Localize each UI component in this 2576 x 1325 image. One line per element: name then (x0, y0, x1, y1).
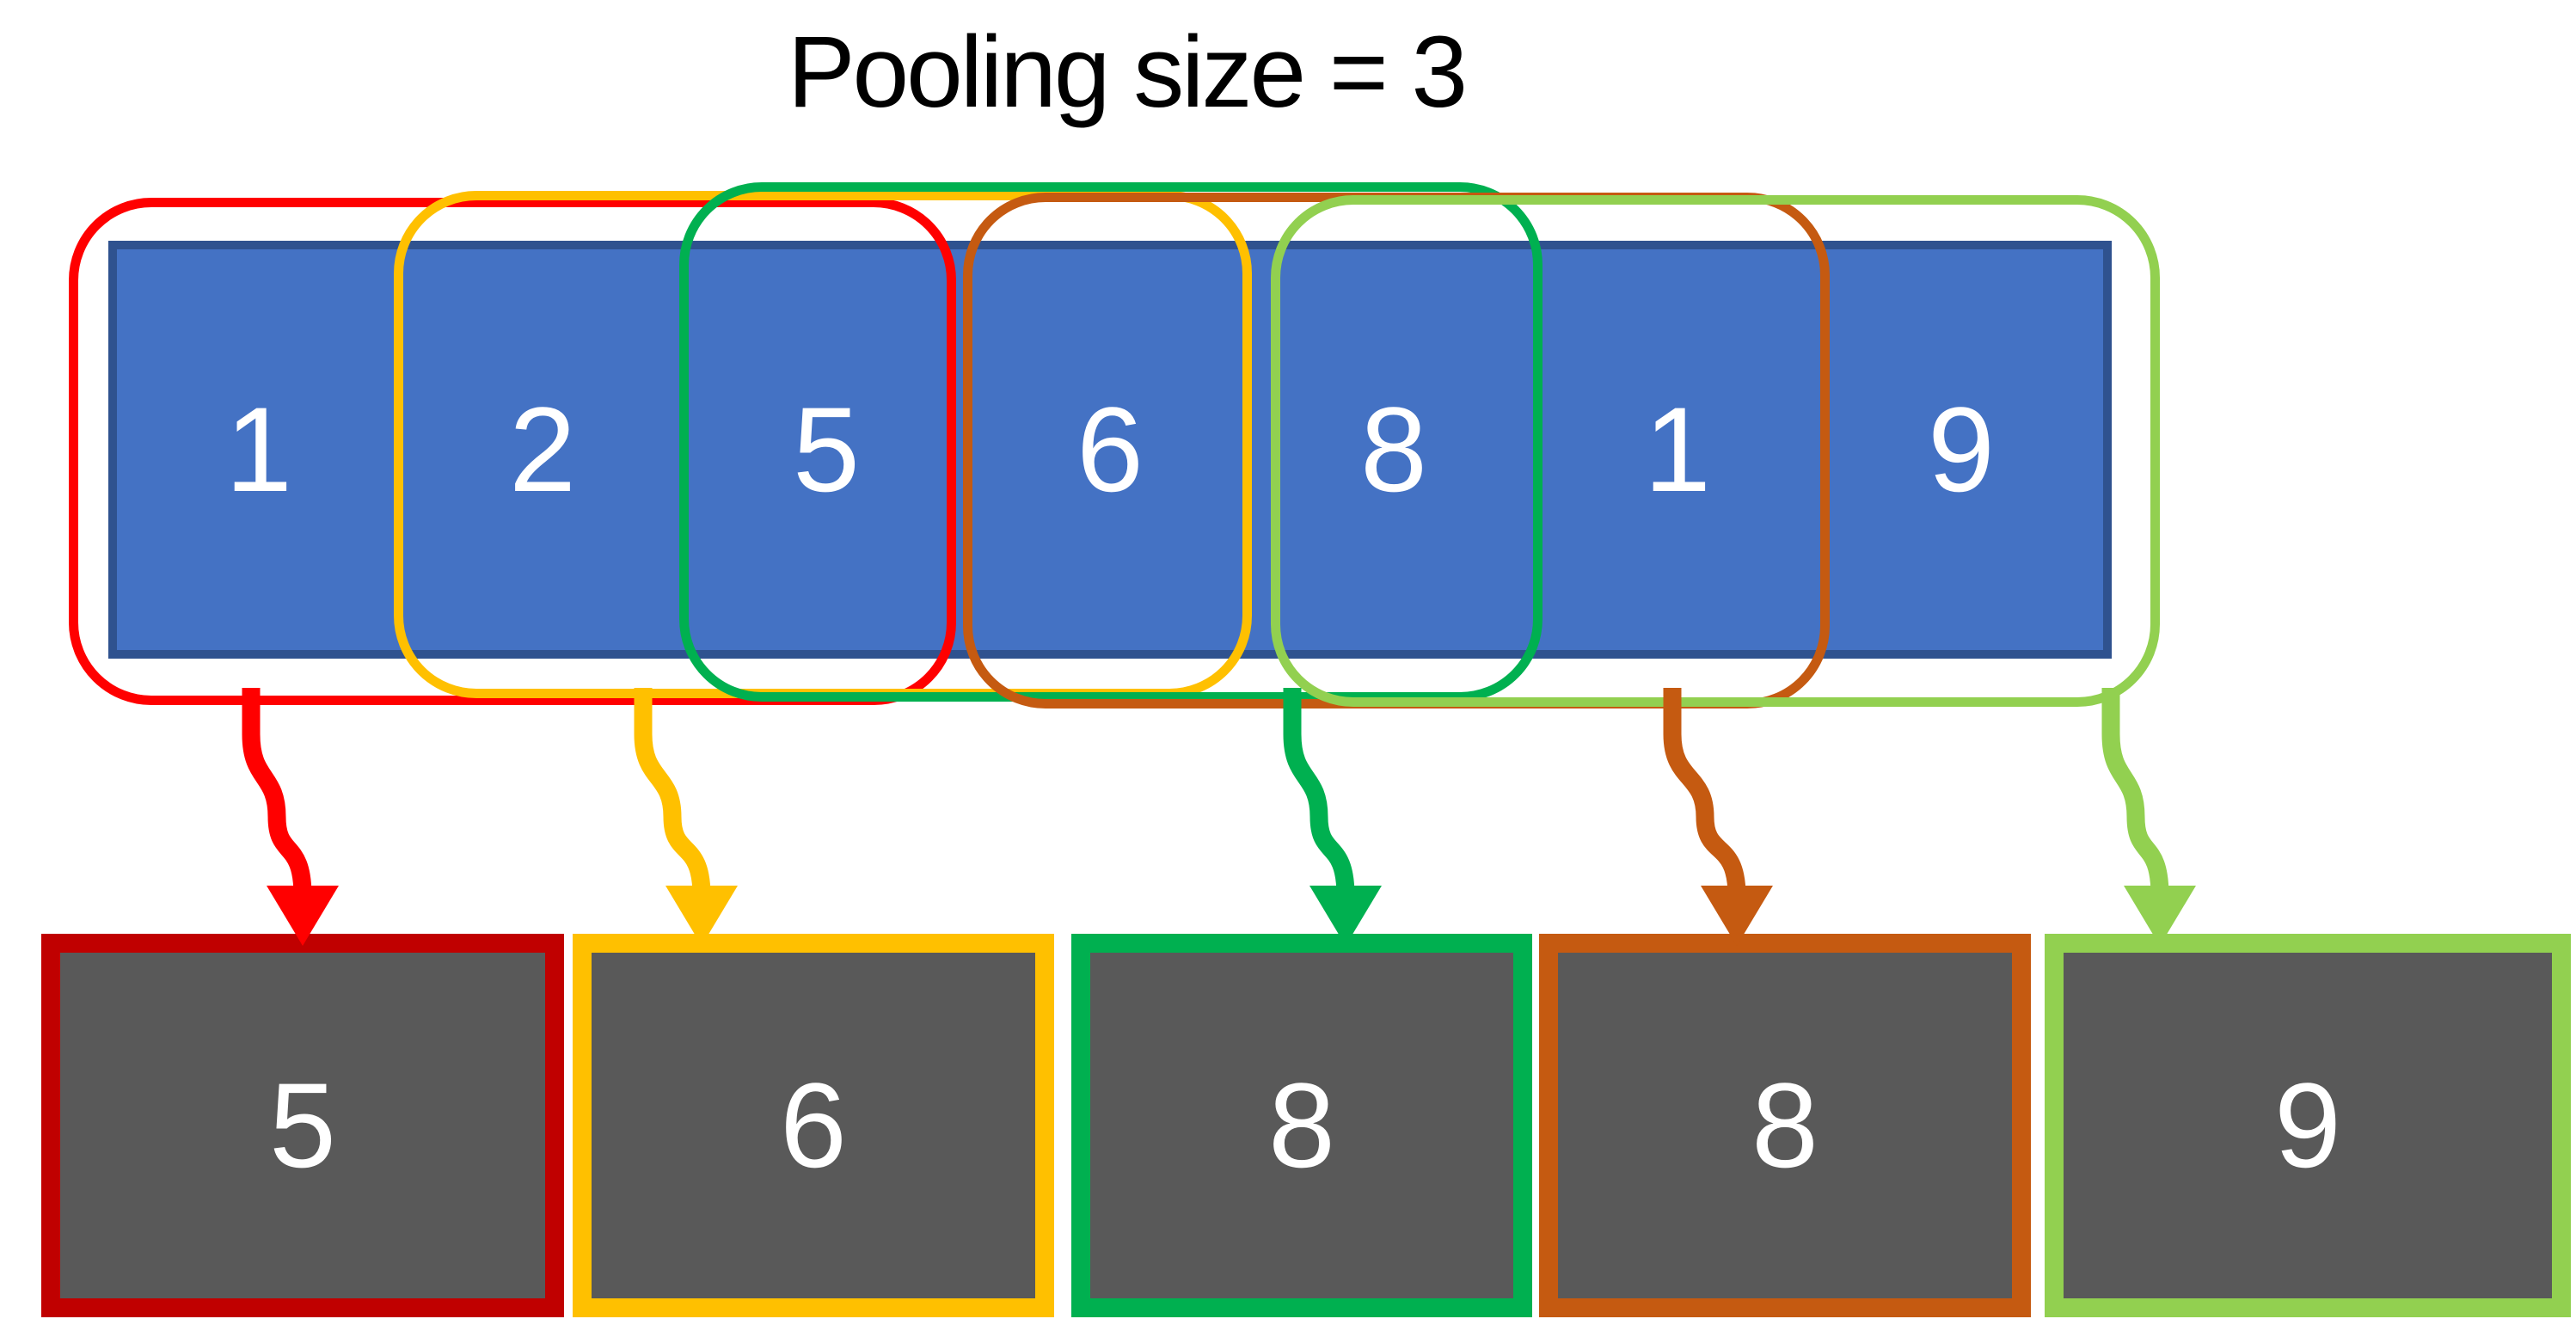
output-box-3: 8 (1071, 934, 1532, 1317)
input-cell-value: 8 (1360, 382, 1427, 517)
arrow-window-4-to-output-4 (1663, 688, 1773, 946)
output-box-4: 8 (1539, 934, 2031, 1317)
input-cell-value: 1 (225, 382, 292, 517)
input-cell-value: 9 (1928, 382, 1995, 517)
input-cell-value: 5 (793, 382, 860, 517)
input-cell-6: 1 (1536, 249, 1819, 650)
pooling-window-1 (69, 198, 956, 705)
input-cell-1: 1 (117, 249, 401, 650)
output-value: 9 (2274, 1058, 2341, 1193)
input-cell-value: 2 (509, 382, 576, 517)
output-value: 8 (1268, 1058, 1335, 1193)
input-cell-5: 8 (1252, 249, 1536, 650)
output-box-5: 9 (2045, 934, 2571, 1317)
diagram-title: Pooling size = 3 (787, 15, 1468, 129)
pooling-window-3 (679, 182, 1543, 702)
arrow-window-1-to-output-1 (242, 688, 339, 946)
output-box-1: 5 (41, 934, 564, 1317)
input-array: 1 2 5 6 8 1 9 (108, 241, 2112, 659)
input-cell-value: 1 (1644, 382, 1711, 517)
input-cell-2: 2 (401, 249, 684, 650)
input-cell-value: 6 (1076, 382, 1144, 517)
output-value: 5 (269, 1058, 336, 1193)
output-value: 8 (1751, 1058, 1819, 1193)
input-cell-3: 5 (684, 249, 968, 650)
input-cell-4: 6 (968, 249, 1252, 650)
input-cell-7: 9 (1819, 249, 2103, 650)
output-box-2: 6 (573, 934, 1054, 1317)
arrow-window-3-to-output-3 (1283, 688, 1382, 946)
arrow-window-2-to-output-2 (634, 688, 738, 946)
pooling-window-5 (1271, 195, 2160, 707)
arrow-window-5-to-output-5 (2101, 688, 2196, 946)
output-value: 6 (780, 1058, 847, 1193)
